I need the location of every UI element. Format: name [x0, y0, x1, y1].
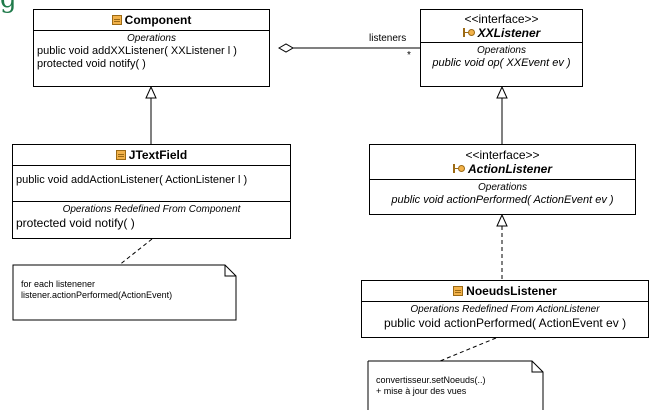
section-title: Operations — [478, 182, 527, 193]
section-title: Operations — [127, 33, 176, 44]
generalization-arrow-actionlistener — [496, 85, 508, 99]
section-title: Operations — [477, 45, 526, 56]
title-fragment: g — [0, 0, 17, 14]
interface-name: ActionListener — [467, 161, 552, 176]
interface-icon — [452, 164, 465, 174]
class-icon — [115, 150, 126, 160]
note1-shape — [12, 264, 237, 321]
note-line: for each listenener — [21, 279, 96, 289]
operation: public void actionPerformed( ActionEvent… — [391, 194, 614, 206]
section-title: Operations Redefined From Component — [62, 204, 241, 215]
note-line: listener.actionPerformed(ActionEvent) — [21, 290, 173, 300]
interface-xxlistener[interactable]: <<interface>> XXListener Operations publ… — [420, 9, 583, 87]
section-title: Operations Redefined From ActionListener — [410, 304, 600, 315]
stereotype: <<interface>> — [464, 11, 539, 26]
stereotype: <<interface>> — [465, 147, 540, 162]
note-line: convertisseur.setNoeuds(..) — [376, 375, 486, 385]
note-for-each-listener: for each listenener listener.actionPerfo… — [13, 265, 236, 320]
class-icon — [111, 15, 122, 25]
note-line: + mise à jour des vues — [376, 386, 467, 396]
operation: public void addXXListener( XXListener l … — [37, 45, 237, 57]
interface-name: XXListener — [477, 25, 541, 40]
class-noeudslistener[interactable]: NoeudsListener Operations Redefined From… — [361, 280, 649, 338]
note2-anchor — [439, 337, 497, 362]
note-convertisseur: convertisseur.setNoeuds(..) + mise à jou… — [368, 361, 543, 410]
operation: public void op( XXEvent ev ) — [432, 57, 571, 69]
aggregation-diamond — [277, 43, 295, 53]
class-component[interactable]: Component Operations public void addXXLi… — [33, 9, 270, 87]
operation: protected void notify( ) — [16, 216, 135, 230]
interface-icon — [462, 28, 475, 38]
interface-actionlistener[interactable]: <<interface>> ActionListener Operations … — [369, 144, 636, 215]
operation: public void addActionListener( ActionLis… — [16, 174, 248, 186]
class-name: JTextField — [128, 148, 188, 162]
association-role-label: listeners — [369, 33, 407, 44]
class-name: Component — [124, 13, 192, 27]
association-multiplicity: * — [407, 50, 411, 61]
class-icon — [453, 286, 464, 296]
realization-arrow — [496, 213, 508, 227]
class-name: NoeudsListener — [466, 284, 557, 298]
operation: public void actionPerformed( ActionEvent… — [383, 316, 627, 330]
generalization-arrow-jtextfield — [145, 85, 157, 99]
note1-anchor — [117, 238, 153, 267]
class-jtextfield[interactable]: JTextField public void addActionListener… — [12, 144, 291, 239]
operation: protected void notify( ) — [37, 58, 146, 70]
note2-shape — [368, 360, 544, 410]
